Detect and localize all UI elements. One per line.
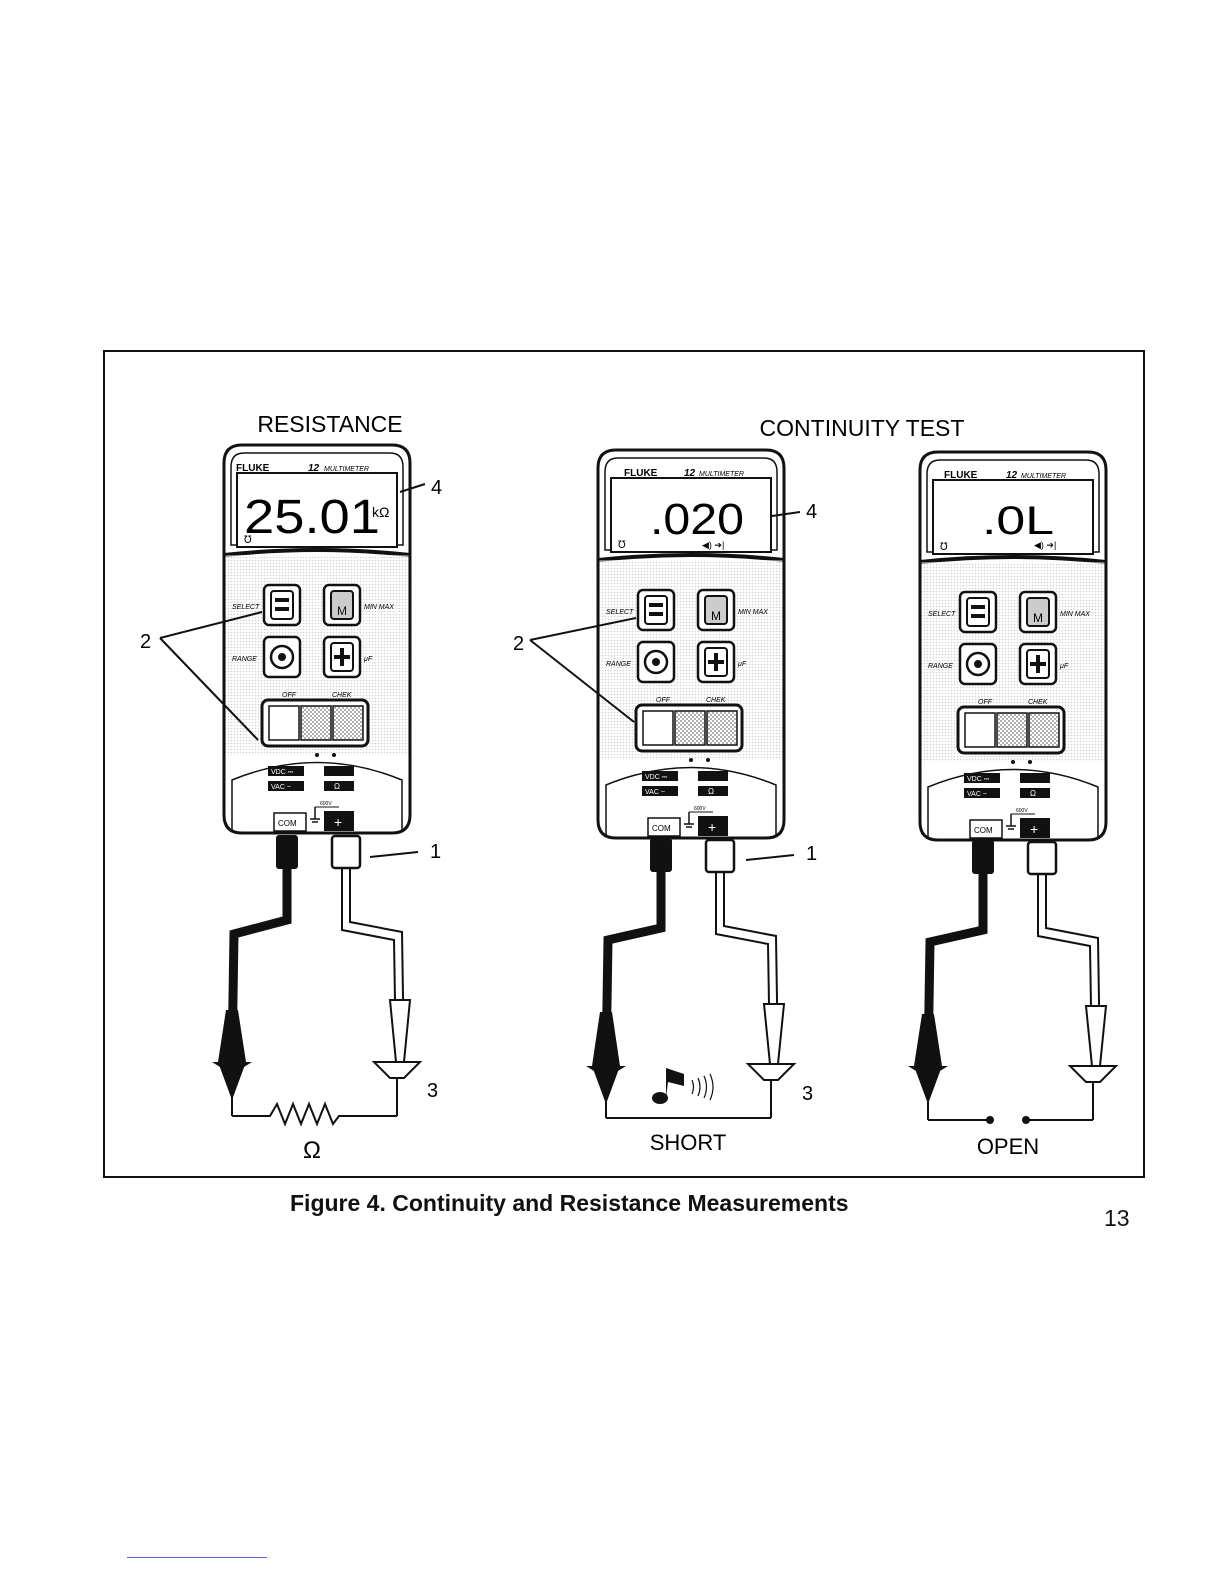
callout-1-continuity: 1 xyxy=(806,843,817,865)
callout-3-resistance: 3 xyxy=(427,1080,438,1102)
com-label: COM xyxy=(278,819,297,828)
uf-label: μF xyxy=(737,661,747,668)
mode-symbols: ◀) ➔| xyxy=(702,540,724,550)
select-label: SELECT xyxy=(928,611,956,618)
callout-lines xyxy=(159,483,801,861)
model-label: 12 xyxy=(308,463,320,474)
ohm-state-label: Ω xyxy=(303,1137,321,1164)
minmax-label: MIN MAX xyxy=(738,609,768,616)
check-icon: ℧ xyxy=(940,542,948,553)
select-label: SELECT xyxy=(606,609,634,616)
short-state-label: SHORT xyxy=(650,1130,727,1155)
minmax-label: MIN MAX xyxy=(364,604,394,611)
600v-label: 600V xyxy=(1016,808,1028,814)
meter-short: FLUKE 12 MULTIMETER .020 ◀) ➔| ℧ SELECT … xyxy=(596,448,786,840)
chek-label: CHEK xyxy=(1028,699,1048,706)
range-label: RANGE xyxy=(606,661,631,668)
beep-icon xyxy=(652,1068,714,1104)
lcd-reading: .020 xyxy=(650,495,744,544)
off-label: OFF xyxy=(978,699,993,706)
callout-4-continuity: 4 xyxy=(806,501,817,523)
ohm-label: Ω xyxy=(334,782,340,791)
vdc-label: VDC ⎓ xyxy=(967,776,990,783)
m-button-label: M xyxy=(1033,611,1043,625)
vac-label: VAC ~ xyxy=(645,789,665,796)
lcd-reading: 25.01 xyxy=(244,491,380,544)
brand-label: FLUKE xyxy=(944,470,978,481)
vdc-label: VDC ⎓ xyxy=(645,774,668,781)
figure-caption: Figure 4. Continuity and Resistance Meas… xyxy=(290,1190,849,1216)
com-label: COM xyxy=(974,826,993,835)
ohm-label: Ω xyxy=(1030,789,1036,798)
leads-open xyxy=(908,840,1119,1124)
mode-symbols: ◀) ➔| xyxy=(1034,540,1056,550)
footnote-rule xyxy=(127,1557,267,1558)
plus-label: + xyxy=(1030,821,1038,837)
callout-4-resistance: 4 xyxy=(431,477,442,499)
leads-short xyxy=(586,838,797,1119)
check-icon: ℧ xyxy=(244,535,252,546)
brand-label: FLUKE xyxy=(624,468,658,479)
chek-label: CHEK xyxy=(332,692,352,699)
model-label: 12 xyxy=(684,468,696,479)
select-label: SELECT xyxy=(232,604,260,611)
uf-label: μF xyxy=(363,656,373,663)
open-state-label: OPEN xyxy=(977,1134,1039,1159)
brand-label: FLUKE xyxy=(236,463,270,474)
plus-label: + xyxy=(334,814,342,830)
leads-resistance xyxy=(212,834,423,1127)
check-icon: ℧ xyxy=(618,540,626,551)
off-label: OFF xyxy=(656,697,671,704)
figure-frame xyxy=(103,350,1145,1178)
600v-label: 600V xyxy=(694,806,706,812)
type-label: MULTIMETER xyxy=(1021,473,1066,480)
callout-1-resistance: 1 xyxy=(430,841,441,863)
range-label: RANGE xyxy=(928,663,953,670)
plus-label: + xyxy=(708,819,716,835)
m-button-label: M xyxy=(337,604,347,618)
page-number: 13 xyxy=(1104,1205,1130,1231)
callout-2-resistance: 2 xyxy=(140,631,151,653)
m-button-label: M xyxy=(711,609,721,623)
resistance-title: RESISTANCE xyxy=(257,411,402,437)
meter-open: FLUKE 12 MULTIMETER .0L ◀) ➔| ℧ SELECT M… xyxy=(918,450,1108,842)
range-label: RANGE xyxy=(232,656,257,663)
vdc-label: VDC ⎓ xyxy=(271,769,294,776)
com-label: COM xyxy=(652,824,671,833)
continuity-title: CONTINUITY TEST xyxy=(760,415,965,441)
callout-2-continuity: 2 xyxy=(513,633,524,655)
minmax-label: MIN MAX xyxy=(1060,611,1090,618)
vac-label: VAC ~ xyxy=(967,791,987,798)
ohm-label: Ω xyxy=(708,787,714,796)
callout-3-continuity: 3 xyxy=(802,1083,813,1105)
model-label: 12 xyxy=(1006,470,1018,481)
chek-label: CHEK xyxy=(706,697,726,704)
vac-label: VAC ~ xyxy=(271,784,291,791)
lcd-reading: .0L xyxy=(982,499,1054,543)
off-label: OFF xyxy=(282,692,297,699)
type-label: MULTIMETER xyxy=(324,466,369,473)
type-label: MULTIMETER xyxy=(699,471,744,478)
lcd-unit: kΩ xyxy=(372,504,389,520)
meter-resistance: FLUKE 12 MULTIMETER 25.01 kΩ ℧ SELECT MI… xyxy=(222,443,412,835)
600v-label: 600V xyxy=(320,801,332,807)
uf-label: μF xyxy=(1059,663,1069,670)
